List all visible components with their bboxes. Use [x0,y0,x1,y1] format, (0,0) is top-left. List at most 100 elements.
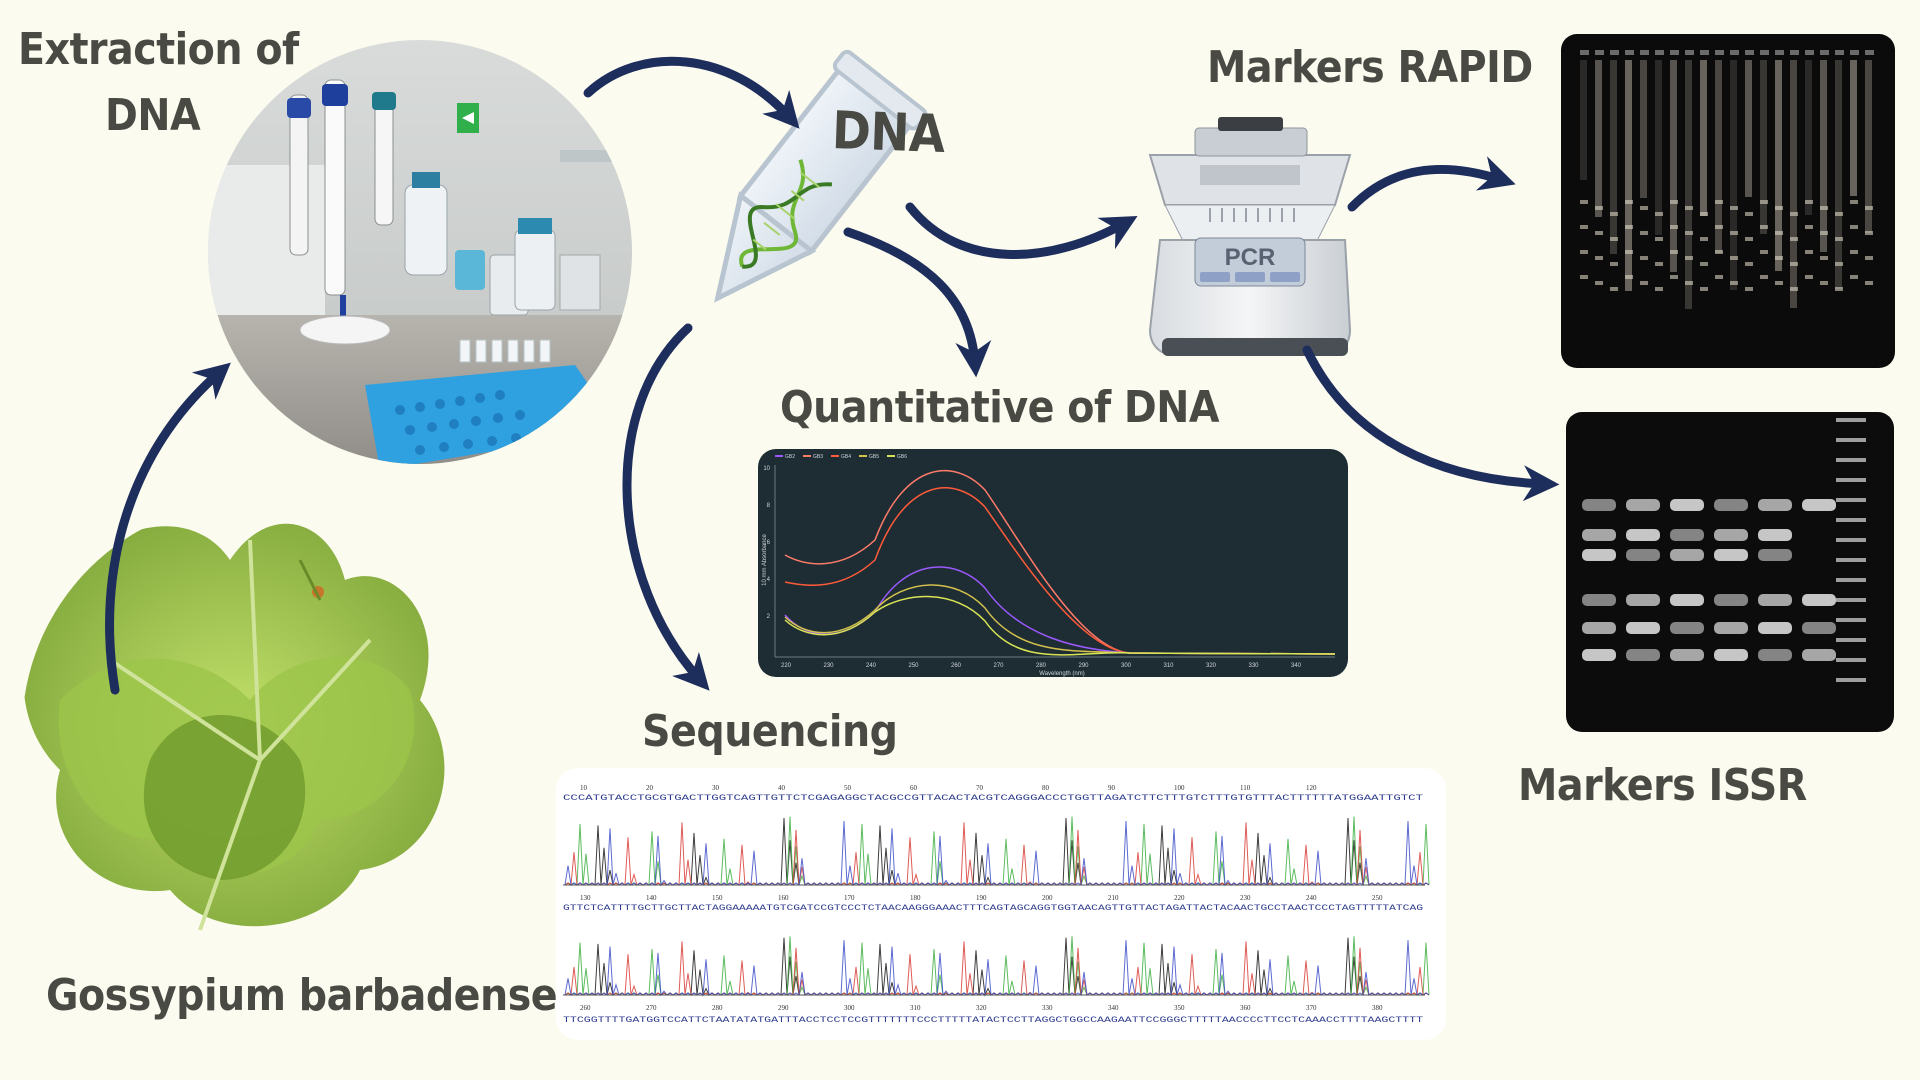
gel-band [1625,250,1633,254]
gel-band [1655,237,1663,241]
x-tick-label: 250 [908,663,919,669]
gel-band [1775,281,1783,285]
gel-band [1865,281,1873,285]
sequence-position: 130 [580,894,591,902]
gel-band [1865,231,1873,235]
gel-band [1625,275,1633,279]
sequence-position: 320 [976,1004,987,1012]
sequence-position: 120 [1306,784,1317,792]
sequence-position: 160 [778,894,789,902]
y-tick-label: 4 [767,577,771,583]
ladder-band [1836,438,1866,442]
sequence-position: 200 [1042,894,1053,902]
gel-band [1700,212,1708,216]
arrow-plant-to-extraction [105,362,231,695]
gel-band [1670,499,1704,511]
gel-band [1670,549,1704,561]
gel-band [1640,231,1648,235]
gel-lane [1790,60,1797,308]
gel-band [1775,256,1783,260]
gel-band [1714,594,1748,606]
sequence-position: 40 [778,784,786,792]
sequence-bases: TTCGGTTTTGATGGTCCATTCTAATATATGATTTACCTCC… [563,1016,1423,1025]
dna-tube-icon [714,49,928,303]
gel-band [1670,225,1678,229]
gel-band [1714,499,1748,511]
gel-well [1760,50,1769,55]
sequence-position: 80 [1042,784,1050,792]
gel-well [1745,50,1754,55]
gel-band [1760,225,1768,229]
gel-band [1626,649,1660,661]
arrow-pcr-to-rapid [1347,156,1516,212]
gel-band [1835,237,1843,241]
legend-label: GB6 [897,454,907,460]
gel-band [1714,529,1748,541]
gel-well [1580,50,1589,55]
gel-band [1865,206,1873,210]
ladder-band [1836,418,1866,422]
gel-band [1626,499,1660,511]
sequence-position: 210 [1108,894,1119,902]
x-axis-label: Wavelength (nm) [1039,671,1084,677]
arrow-dna-to-sequencing [622,323,710,691]
arrow-dna-to-quantitative [843,227,992,378]
gel-band [1595,231,1603,235]
sequence-position: 270 [646,1004,657,1012]
arrow-extraction-to-dna [583,56,800,129]
ladder-band [1836,498,1866,502]
gel-band [1685,206,1693,210]
gel-well [1775,50,1784,55]
gel-well [1820,50,1829,55]
gel-band [1626,529,1660,541]
gel-well [1835,50,1844,55]
sequence-position: 260 [580,1004,591,1012]
gel-well [1700,50,1709,55]
gel-well [1610,50,1619,55]
gel-band [1640,281,1648,285]
ladder-band [1836,658,1866,662]
arrow-dna-to-pcr [905,202,1138,259]
y-tick-label: 8 [767,503,771,509]
gel-well [1715,50,1724,55]
gel-band [1850,275,1858,279]
gel-band [1802,622,1836,634]
gel-band [1758,649,1792,661]
gel-band [1580,200,1588,204]
gel-band [1775,231,1783,235]
gel-lane [1715,60,1722,253]
gel-well [1790,50,1799,55]
gel-band [1610,287,1618,291]
gel-band [1670,529,1704,541]
gel-lane [1730,60,1737,290]
sequence-position: 170 [844,894,855,902]
x-tick-label: 230 [823,663,834,669]
sequence-position: 220 [1174,894,1185,902]
gel-band [1730,231,1738,235]
sequence-position: 330 [1042,1004,1053,1012]
legend-label: GB4 [841,454,851,460]
extraction-label-line2: DNA [105,90,201,141]
gel-lane [1625,60,1632,291]
gel-lane [1805,60,1812,215]
gel-lane [1685,60,1692,309]
ladder-band [1836,638,1866,642]
gel-lane [1670,60,1677,272]
gel-well [1595,50,1604,55]
gel-band [1758,529,1792,541]
gel-lane [1640,60,1647,198]
gel-band [1805,225,1813,229]
dna-tube-label: DNA [830,101,946,165]
gel-band [1758,499,1792,511]
gel-band [1595,256,1603,260]
gel-lane [1820,60,1827,252]
gel-band [1715,275,1723,279]
spectrum-curve [784,584,1336,655]
gel-lane [1835,60,1842,289]
sequence-position: 190 [976,894,987,902]
gel-band [1775,206,1783,210]
gel-band [1580,275,1588,279]
ladder-band [1836,598,1866,602]
gel-band [1625,200,1633,204]
